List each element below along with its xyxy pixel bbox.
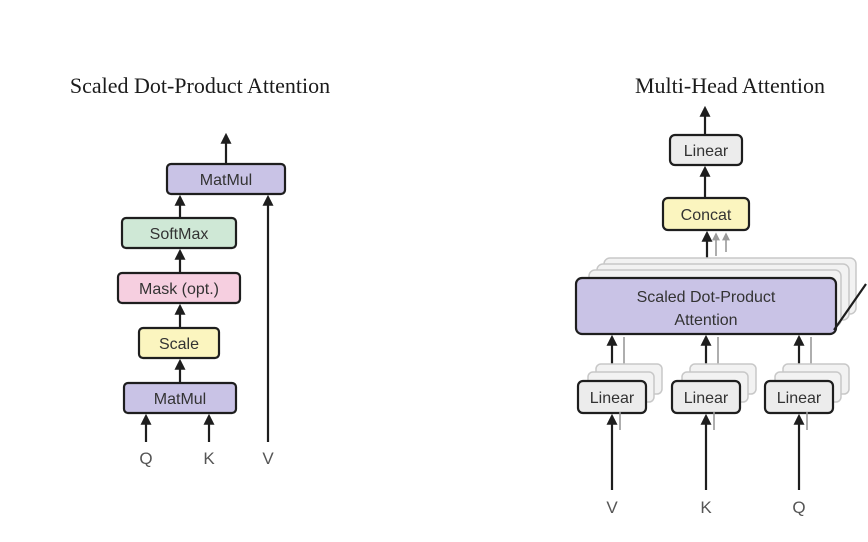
input-k-label: K <box>203 449 215 468</box>
scale-rect <box>137 326 221 360</box>
scale-label: Scale <box>159 336 199 353</box>
concat-label: Concat <box>681 207 732 224</box>
linear-top-rect <box>668 133 744 167</box>
concat-box: Concat <box>661 196 751 232</box>
linear-top-label: Linear <box>684 143 729 160</box>
input-v-label: V <box>262 449 274 468</box>
linear-v-rect <box>576 379 648 415</box>
linear-q-stack: Linear <box>763 363 850 415</box>
linear-v-label: Linear <box>590 390 635 407</box>
heads-bracket-line <box>833 283 867 331</box>
scaled-dot-product-attention-box: Scaled Dot-Product Attention <box>574 276 838 336</box>
matmul-bottom-rect <box>122 381 238 415</box>
matmul-bottom-label: MatMul <box>154 391 206 408</box>
matmul-top-rect <box>165 162 287 196</box>
input-q-label: Q <box>139 449 152 468</box>
linear-v-stack: Linear <box>576 363 663 415</box>
softmax-box: SoftMax <box>120 216 238 250</box>
matmul-bottom-box: MatMul <box>122 381 238 415</box>
mh-input-k-label: K <box>700 498 712 517</box>
attention-label-line2: Attention <box>674 312 737 329</box>
mask-rect <box>116 271 242 305</box>
linear-k-label: Linear <box>684 390 729 407</box>
concat-rect <box>661 196 751 232</box>
left-title: Scaled Dot-Product Attention <box>70 73 330 98</box>
attention-label-line1: Scaled Dot-Product <box>637 289 776 306</box>
attention-rect <box>574 276 838 336</box>
multi-head-attention-panel: Multi-Head Attention Linear Concat Scale… <box>574 73 867 517</box>
mh-input-v-label: V <box>606 498 618 517</box>
matmul-top-box: MatMul <box>165 162 287 196</box>
mask-box: Mask (opt.) <box>116 271 242 305</box>
linear-q-label: Linear <box>777 390 822 407</box>
right-title: Multi-Head Attention <box>635 73 825 98</box>
scale-box: Scale <box>137 326 221 360</box>
mh-input-q-label: Q <box>792 498 805 517</box>
linear-k-rect <box>670 379 742 415</box>
linear-k-stack: Linear <box>670 363 757 415</box>
mask-label: Mask (opt.) <box>139 281 219 298</box>
scaled-dot-product-attention-panel: Scaled Dot-Product Attention MatMul Soft… <box>70 73 330 468</box>
matmul-top-label: MatMul <box>200 172 252 189</box>
linear-q-rect <box>763 379 835 415</box>
softmax-rect <box>120 216 238 250</box>
softmax-label: SoftMax <box>150 226 209 243</box>
linear-top-box: Linear <box>668 133 744 167</box>
